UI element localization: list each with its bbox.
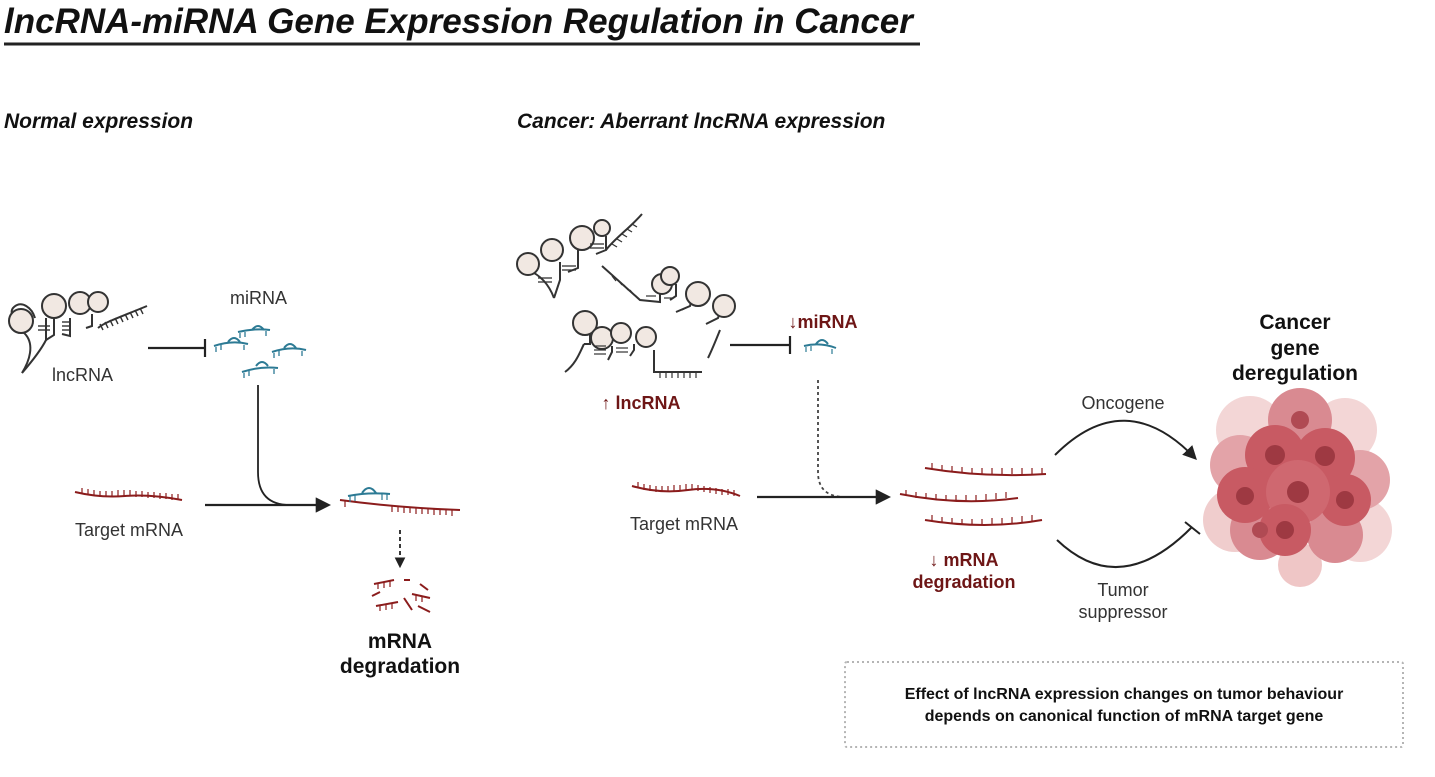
- cancer-heading: Cancer: Aberrant lncRNA expression: [517, 110, 885, 133]
- page-title: lncRNA-miRNA Gene Expression Regulation …: [4, 2, 915, 41]
- normal-inhibition-arrow: [148, 339, 207, 357]
- result-label-1: Cancer: [1259, 311, 1330, 334]
- cancer-target-label: Target mRNA: [630, 514, 738, 534]
- stacked-mrna-icon: [899, 463, 1047, 526]
- cancer-mirna-path: [817, 380, 846, 498]
- mrna-fragments-icon: [371, 579, 431, 613]
- normal-mirna-label: miRNA: [230, 288, 287, 308]
- cancer-inhibition-arrow: [730, 336, 792, 354]
- normal-heading: Normal expression: [4, 110, 193, 133]
- oncogene-arrow: [1054, 419, 1197, 461]
- tumor-suppressor-inhibition: [1056, 521, 1201, 568]
- cancer-mirna-icon: [803, 339, 837, 354]
- note-box: [844, 661, 1404, 748]
- suppressor-label-1: Tumor: [1097, 580, 1148, 600]
- normal-target-mrna-icon: [74, 488, 183, 501]
- normal-degradation-label-2: degradation: [340, 655, 460, 678]
- normal-target-label: Target mRNA: [75, 520, 183, 540]
- lncrna-cluster-icon: [516, 213, 736, 378]
- cancer-lncrna-label: ↑ lncRNA: [601, 393, 680, 413]
- result-label-3: deregulation: [1232, 362, 1358, 385]
- oncogene-label: Oncogene: [1081, 393, 1164, 413]
- suppressor-label-2: suppressor: [1078, 602, 1167, 622]
- cancer-degradation-label-1: ↓ mRNA: [929, 550, 998, 570]
- tumor-cell-cluster-icon: [1203, 388, 1392, 587]
- cancer-target-mrna-icon: [631, 482, 741, 497]
- bound-complex-icon: [339, 487, 461, 516]
- cancer-mirna-label: ↓miRNA: [788, 312, 857, 332]
- normal-degradation-label-1: mRNA: [368, 630, 432, 653]
- note-line-2: depends on canonical function of mRNA ta…: [925, 708, 1324, 725]
- cancer-degradation-label-2: degradation: [912, 572, 1015, 592]
- result-label-2: gene: [1270, 337, 1319, 360]
- note-line-1: Effect of lncRNA expression changes on t…: [905, 686, 1344, 703]
- normal-lncrna-label: lncRNA: [52, 365, 113, 385]
- normal-mirna-path: [257, 385, 291, 506]
- mirna-cluster-icon: [213, 325, 307, 378]
- lncrna-icon: [8, 291, 148, 374]
